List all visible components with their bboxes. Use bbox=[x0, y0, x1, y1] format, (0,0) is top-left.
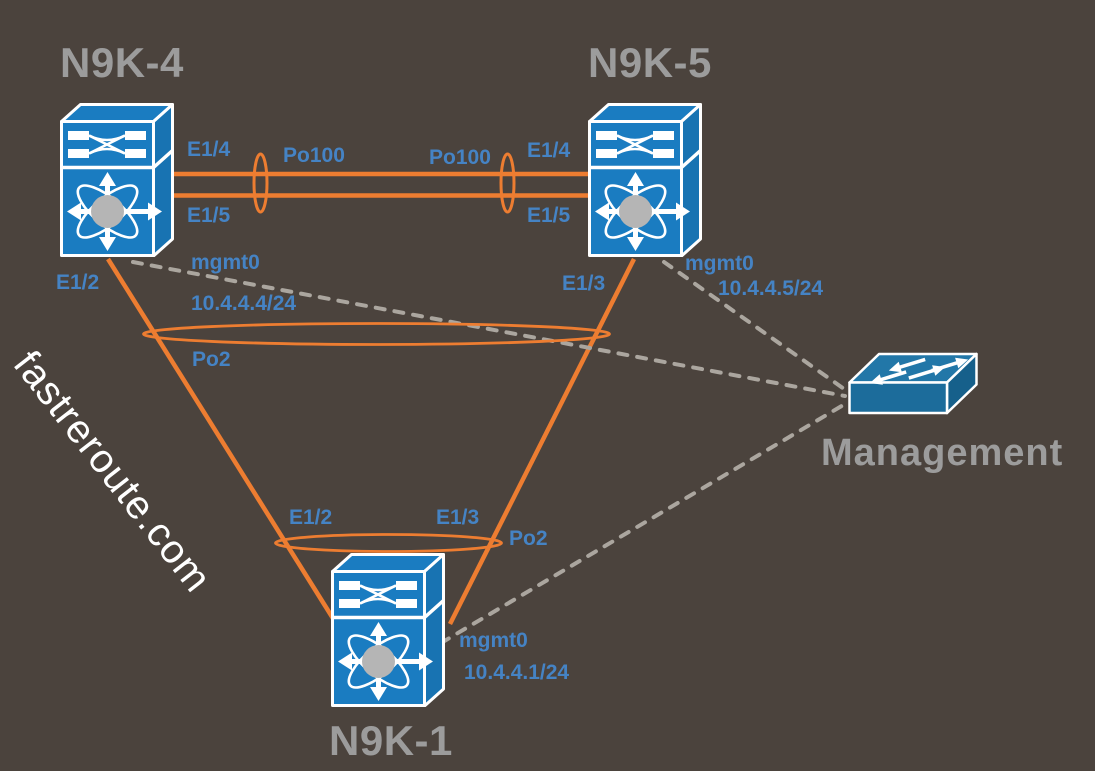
ip-label-n9k5: 10.4.4.5/24 bbox=[718, 277, 824, 300]
bundle-ellipse-po100-left bbox=[252, 152, 269, 214]
bundle-ellipse-po100-right bbox=[499, 152, 516, 214]
n9k1-nexus-switch-icon bbox=[331, 553, 445, 707]
node-title-n9k5: N9K-5 bbox=[588, 39, 712, 86]
link-mgmt0-n9k5 bbox=[662, 260, 849, 393]
port-label-n9k4-e1-4: E1/4 bbox=[187, 138, 231, 161]
n9k4-nexus-switch-icon bbox=[60, 103, 174, 257]
n9k5-nexus-switch-icon bbox=[588, 103, 702, 257]
portchannel-label-po100-left: Po100 bbox=[283, 144, 345, 167]
link-po2-n9k4-n9k1 bbox=[106, 257, 336, 622]
portchannel-label-po2-bottom: Po2 bbox=[509, 527, 548, 550]
port-label-n9k5-e1-4: E1/4 bbox=[527, 139, 571, 162]
link-mgmt0-n9k1 bbox=[439, 402, 847, 645]
node-title-n9k4: N9K-4 bbox=[60, 39, 184, 86]
node-title-n9k1: N9K-1 bbox=[329, 717, 453, 764]
port-label-n9k1-mgmt0: mgmt0 bbox=[459, 629, 528, 652]
ip-label-n9k4: 10.4.4.4/24 bbox=[191, 292, 297, 315]
port-label-n9k5-e1-3: E1/3 bbox=[562, 272, 606, 295]
port-label-n9k4-e1-5: E1/5 bbox=[187, 204, 231, 227]
port-label-n9k1-e1-3: E1/3 bbox=[436, 506, 480, 529]
portchannel-label-po100-right: Po100 bbox=[429, 146, 491, 169]
port-label-n9k1-e1-2: E1/2 bbox=[289, 506, 333, 529]
port-label-n9k4-e1-2: E1/2 bbox=[56, 271, 100, 294]
bundle-ellipse-po2-bottom bbox=[274, 533, 503, 553]
node-title-management: Management bbox=[821, 432, 1064, 474]
ip-label-n9k1: 10.4.4.1/24 bbox=[464, 661, 570, 684]
link-po2-n9k5-n9k1 bbox=[447, 257, 637, 626]
port-label-n9k5-e1-5: E1/5 bbox=[527, 204, 571, 227]
port-label-n9k4-mgmt0: mgmt0 bbox=[191, 251, 260, 274]
portchannel-label-po2-top: Po2 bbox=[192, 348, 231, 371]
port-label-n9k5-mgmt0: mgmt0 bbox=[685, 252, 754, 275]
bundle-ellipse-po2-top bbox=[142, 322, 611, 346]
management-workgroup-switch-icon bbox=[848, 352, 978, 415]
link-mgmt0-n9k4 bbox=[131, 260, 847, 398]
